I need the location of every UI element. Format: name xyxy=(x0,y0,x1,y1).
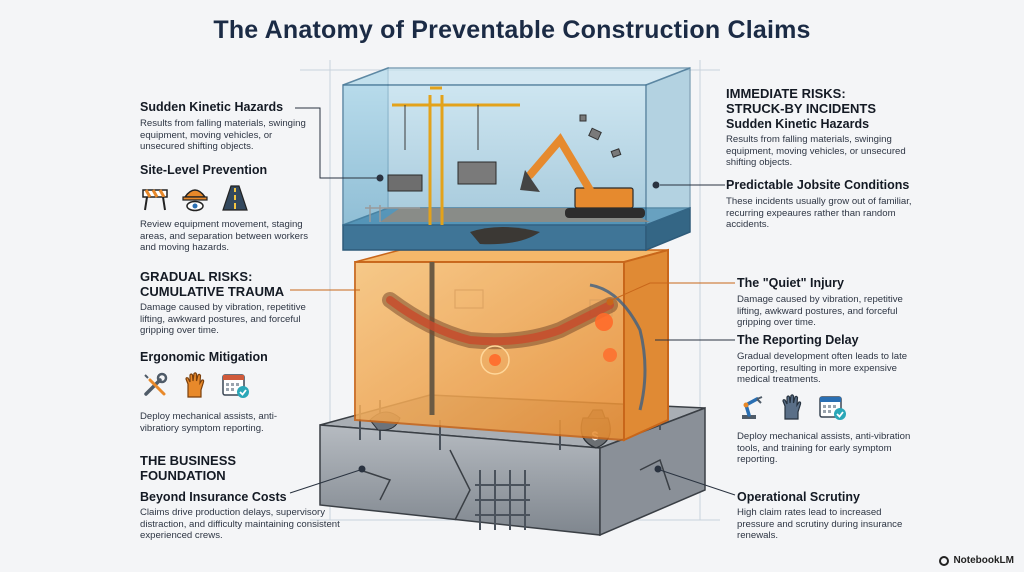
robotic-arm-icon xyxy=(737,392,767,422)
left-insurance-body: Claims drive production delays, supervis… xyxy=(140,507,340,541)
right-scrutiny-body: High claim rates lead to increased press… xyxy=(737,507,903,541)
glove-icon xyxy=(180,370,210,400)
calendar-check-icon xyxy=(220,370,250,400)
right-jobsite-body: These incidents usually grow out of fami… xyxy=(726,196,912,230)
right-immediate-heading: IMMEDIATE RISKS: STRUCK-BY INCIDENTS xyxy=(726,86,876,116)
left-ergonomic-heading: Ergonomic Mitigation xyxy=(140,350,268,364)
amber-box xyxy=(354,248,669,442)
right-delay-heading: The Reporting Delay xyxy=(737,333,859,347)
calendar-check-icon-right xyxy=(817,392,847,422)
left-kinetic-heading: Sudden Kinetic Hazards xyxy=(140,100,284,114)
left-gradual-heading: GRADUAL RISKS: CUMULATIVE TRAUMA xyxy=(140,269,285,299)
left-ergonomic-body: Deploy mechanical assists, anti-vibratio… xyxy=(140,411,278,434)
rebar xyxy=(475,470,530,530)
right-kinetic-body: Results from falling materials, swinging… xyxy=(726,134,906,168)
left-site-prevention-body: Review equipment movement, staging areas… xyxy=(140,219,308,253)
right-quiet-body: Damage caused by vibration, repetitive l… xyxy=(737,294,903,328)
glass-box xyxy=(342,66,691,252)
right-delay-body: Gradual development often leads to late … xyxy=(737,351,908,385)
right-jobsite-heading: Predictable Jobsite Conditions xyxy=(726,178,910,192)
left-insurance-heading: Beyond Insurance Costs xyxy=(140,490,287,504)
road-icon xyxy=(220,183,250,213)
brand-name: NotebookLM xyxy=(953,555,1014,566)
right-scrutiny-heading: Operational Scrutiny xyxy=(737,490,860,504)
brand-watermark: NotebookLM xyxy=(939,555,1014,566)
ergonomic-icons xyxy=(140,370,250,400)
hardhat-eye-icon xyxy=(180,183,210,213)
leader-lines xyxy=(289,107,736,496)
money-bag-icon: $ xyxy=(580,409,611,449)
falling-debris xyxy=(579,114,622,158)
excavator xyxy=(520,133,645,218)
glove-blue-icon xyxy=(777,392,807,422)
right-kinetic-heading: Sudden Kinetic Hazards xyxy=(726,117,870,131)
page-title: The Anatomy of Preventable Construction … xyxy=(213,16,811,44)
money-symbol: $ xyxy=(592,429,599,443)
notebooklm-logo-icon xyxy=(939,555,950,566)
left-site-prevention-heading: Site-Level Prevention xyxy=(140,163,268,177)
site-prevention-icons xyxy=(140,183,250,213)
concrete-foundation xyxy=(319,394,706,537)
blueprint-lines xyxy=(300,60,720,521)
deploy-icons xyxy=(737,392,847,422)
tower-crane xyxy=(392,86,520,225)
barrier-icon xyxy=(140,183,170,213)
left-gradual-body: Damage caused by vibration, repetitive l… xyxy=(140,302,306,336)
wrench-screwdriver-icon xyxy=(140,370,170,400)
left-kinetic-body: Results from falling materials, swinging… xyxy=(140,118,306,152)
left-business-heading: THE BUSINESS FOUNDATION xyxy=(140,453,237,483)
right-deploy-body: Deploy mechanical assists, anti-vibratio… xyxy=(737,431,911,465)
right-quiet-heading: The "Quiet" Injury xyxy=(737,276,845,290)
